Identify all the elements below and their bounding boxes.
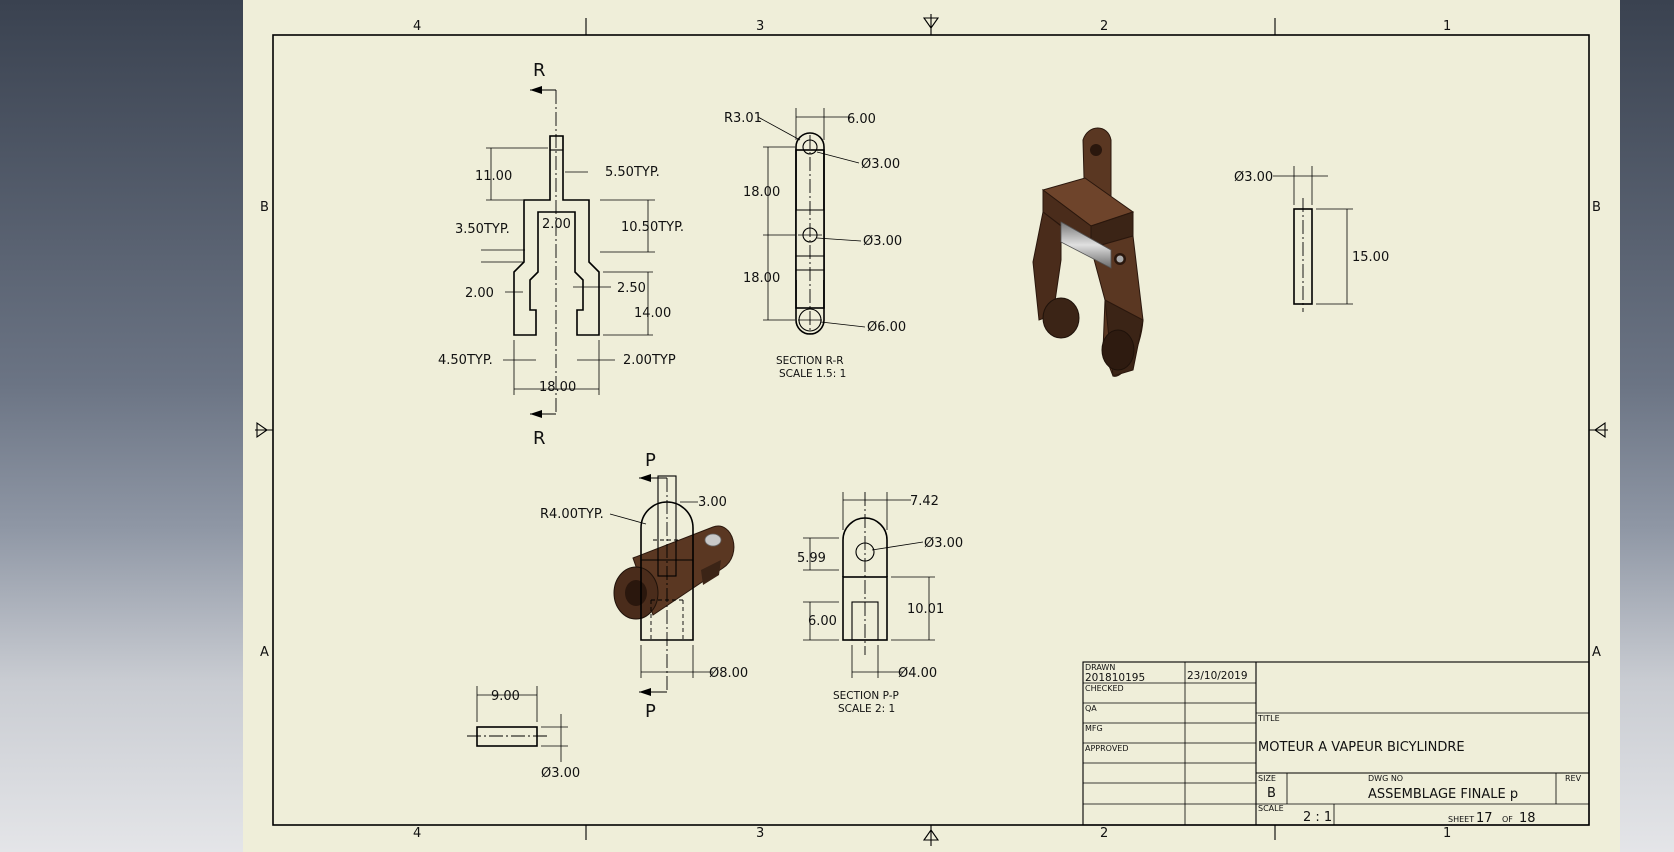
view-p-front[interactable]: P P R4.00TYP. 3.00 Ø8.00 <box>540 450 748 722</box>
center-mark-top <box>922 14 940 35</box>
drawing-title: MOTEUR A VAPEUR BICYLINDRE <box>1258 740 1465 755</box>
view-fork-front[interactable]: R R 11.00 5.50TYP. 3.50TYP. 2.00 10.50TY… <box>438 60 684 449</box>
dim-14: 14.00 <box>634 306 671 321</box>
zone-col-3-top: 3 <box>756 19 764 34</box>
checked-label: CHECKED <box>1085 684 1124 693</box>
zone-col-1-top: 1 <box>1443 19 1451 34</box>
dim-2-00-typ: 2.00TYP <box>623 353 676 368</box>
title-label: TITLE <box>1257 714 1280 723</box>
dim-r4-00-typ: R4.00TYP. <box>540 507 604 522</box>
mfg-label: MFG <box>1085 724 1103 733</box>
center-mark-right <box>1594 421 1606 439</box>
dim-2-00-inner: 2.00 <box>542 217 571 232</box>
drawing-sheet[interactable]: 4 3 2 1 4 3 2 1 B A B A R R <box>243 0 1620 852</box>
dim-5-99: 5.99 <box>797 551 826 566</box>
dim-dia-3-00-top: Ø3.00 <box>861 157 900 172</box>
center-mark-left <box>256 421 268 439</box>
dim-dia-8-00: Ø8.00 <box>709 666 748 681</box>
zone-col-2-bottom: 2 <box>1100 826 1108 841</box>
dim-6-00: 6.00 <box>847 112 876 127</box>
zone-col-1-bottom: 1 <box>1443 826 1451 841</box>
dim-9-00: 9.00 <box>491 689 520 704</box>
title-block[interactable]: DRAWN 201810195 23/10/2019 CHECKED QA MF… <box>1082 661 1590 826</box>
drawn-by-value: 201810195 <box>1085 672 1145 684</box>
scale-label: SCALE <box>1258 804 1284 813</box>
dim-2-50: 2.50 <box>617 281 646 296</box>
dim-18-bottom: 18.00 <box>743 271 780 286</box>
dim-dia-3-00-small: Ø3.00 <box>541 766 580 781</box>
section-letter-r-top: R <box>533 60 546 81</box>
dim-r3-01: R3.01 <box>724 111 762 126</box>
center-mark-bottom <box>922 825 940 846</box>
drawing-canvas[interactable]: 4 3 2 1 4 3 2 1 B A B A R R <box>243 0 1620 852</box>
section-p-p-title: SECTION P-P <box>833 690 899 702</box>
zone-row-a-right: A <box>1592 645 1601 660</box>
rev-label: REV <box>1565 774 1582 783</box>
drawn-date-value: 23/10/2019 <box>1187 670 1248 682</box>
section-p-p-scale: SCALE 2: 1 <box>838 703 895 715</box>
dim-dia-4-00: Ø4.00 <box>898 666 937 681</box>
dim-pin-dia: Ø3.00 <box>1234 170 1273 185</box>
dim-18: 18.00 <box>539 380 576 395</box>
dim-dia-6-00: Ø6.00 <box>867 320 906 335</box>
view-pin-vertical[interactable]: Ø3.00 15.00 <box>1234 166 1389 312</box>
drawn-label: DRAWN <box>1085 663 1115 672</box>
dim-2-00-left: 2.00 <box>465 286 494 301</box>
zone-col-2-top: 2 <box>1100 19 1108 34</box>
dim-3-00-slot: 3.00 <box>698 495 727 510</box>
dim-7-42: 7.42 <box>910 494 939 509</box>
section-p-p[interactable]: 7.42 Ø3.00 5.99 10.01 6.00 Ø4.00 SECTION… <box>797 492 963 715</box>
section-r-r-scale: SCALE 1.5: 1 <box>779 368 846 380</box>
sheet-border <box>255 18 1608 840</box>
zone-row-b-left: B <box>260 200 269 215</box>
section-letter-r-bottom: R <box>533 428 546 449</box>
size-label: SIZE <box>1258 774 1276 783</box>
dim-11: 11.00 <box>475 169 512 184</box>
iso-view-cylinder <box>613 525 735 620</box>
size-value: B <box>1267 786 1276 801</box>
zone-col-3-bottom: 3 <box>756 826 764 841</box>
dim-18-top: 18.00 <box>743 185 780 200</box>
dim-dia-3-00-pp: Ø3.00 <box>924 536 963 551</box>
zone-col-4-top: 4 <box>413 19 421 34</box>
section-letter-p-top: P <box>645 450 656 471</box>
zone-row-a-left: A <box>260 645 269 660</box>
zone-row-b-right: B <box>1592 200 1601 215</box>
dim-dia-3-00-mid: Ø3.00 <box>863 234 902 249</box>
qa-label: QA <box>1085 704 1097 713</box>
dim-3-50-typ: 3.50TYP. <box>455 222 510 237</box>
section-letter-p-bottom: P <box>645 701 656 722</box>
scale-value: 2 : 1 <box>1303 810 1332 825</box>
dim-10-50-typ: 10.50TYP. <box>621 220 684 235</box>
section-r-r[interactable]: R3.01 6.00 Ø3.00 18.00 Ø3.00 18.00 Ø6.00… <box>724 108 906 380</box>
dim-5-50-typ: 5.50TYP. <box>605 165 660 180</box>
view-pin-horizontal[interactable]: 9.00 Ø3.00 <box>467 686 580 781</box>
sheet-total: 18 <box>1519 811 1536 826</box>
iso-view-fork <box>1032 127 1144 377</box>
dwg-no-label: DWG NO <box>1368 774 1403 783</box>
dwg-no-value: ASSEMBLAGE FINALE p <box>1368 787 1518 802</box>
approved-label: APPROVED <box>1085 744 1129 753</box>
sheet-number: 17 <box>1476 811 1493 826</box>
zone-col-4-bottom: 4 <box>413 826 421 841</box>
dim-6-00-pp: 6.00 <box>808 614 837 629</box>
sheet-label: SHEET <box>1448 815 1474 824</box>
dim-4-50-typ: 4.50TYP. <box>438 353 493 368</box>
dim-10-01: 10.01 <box>907 602 944 617</box>
dim-pin-length: 15.00 <box>1352 250 1389 265</box>
of-label: OF <box>1502 815 1513 824</box>
section-r-r-title: SECTION R-R <box>776 355 844 367</box>
